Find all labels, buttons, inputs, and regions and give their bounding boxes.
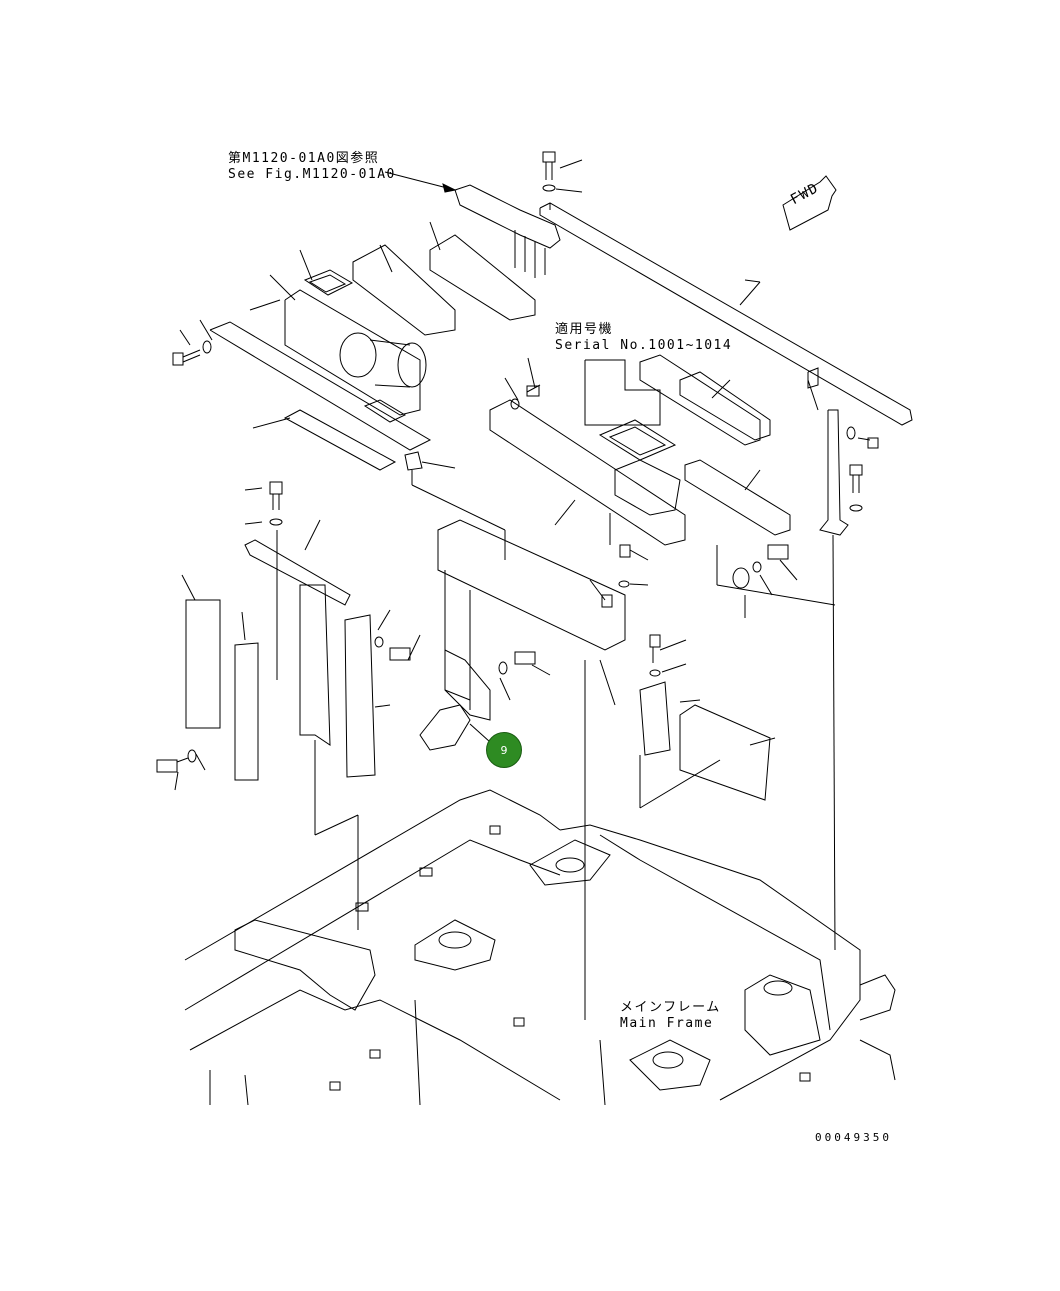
pad-parts [639, 681, 776, 809]
serial-duct-assembly [489, 354, 836, 606]
left-bolt-upper-icon [172, 319, 213, 366]
reference-note-en: See Fig.M1120-01A0 [228, 167, 396, 182]
top-rail-part [539, 202, 913, 426]
drawing-number: 00049350 [815, 1131, 892, 1144]
clip-part [404, 451, 506, 560]
left-column-assembly [156, 481, 421, 930]
serial-note-jp: 適用号機 [555, 322, 614, 337]
main-frame-label-jp: メインフレーム [620, 1000, 721, 1015]
upper-duct-assembly [209, 221, 536, 471]
reference-note-jp: 第M1120-01A0図参照 [228, 151, 380, 166]
reference-note: 第M1120-01A0図参照 See Fig.M1120-01A0 [228, 151, 396, 183]
top-bolt-icon [542, 151, 583, 193]
upper-bracket-part [454, 184, 561, 278]
center-panel-assembly [419, 519, 626, 1020]
reference-arrow [384, 171, 457, 193]
serial-number-note: 適用号機 Serial No.1001~1014 [555, 322, 732, 354]
main-frame-part [184, 789, 896, 1106]
serial-group-bolts [504, 357, 541, 410]
main-frame-label: メインフレーム Main Frame [620, 1000, 721, 1032]
main-frame-label-en: Main Frame [620, 1016, 714, 1031]
fwd-arrow-icon [782, 175, 837, 231]
center-bolts [618, 544, 798, 677]
vertical-bracket-right [807, 379, 879, 951]
part-callout-badge[interactable]: 9 [486, 732, 522, 768]
serial-note-en: Serial No.1001~1014 [555, 338, 733, 353]
